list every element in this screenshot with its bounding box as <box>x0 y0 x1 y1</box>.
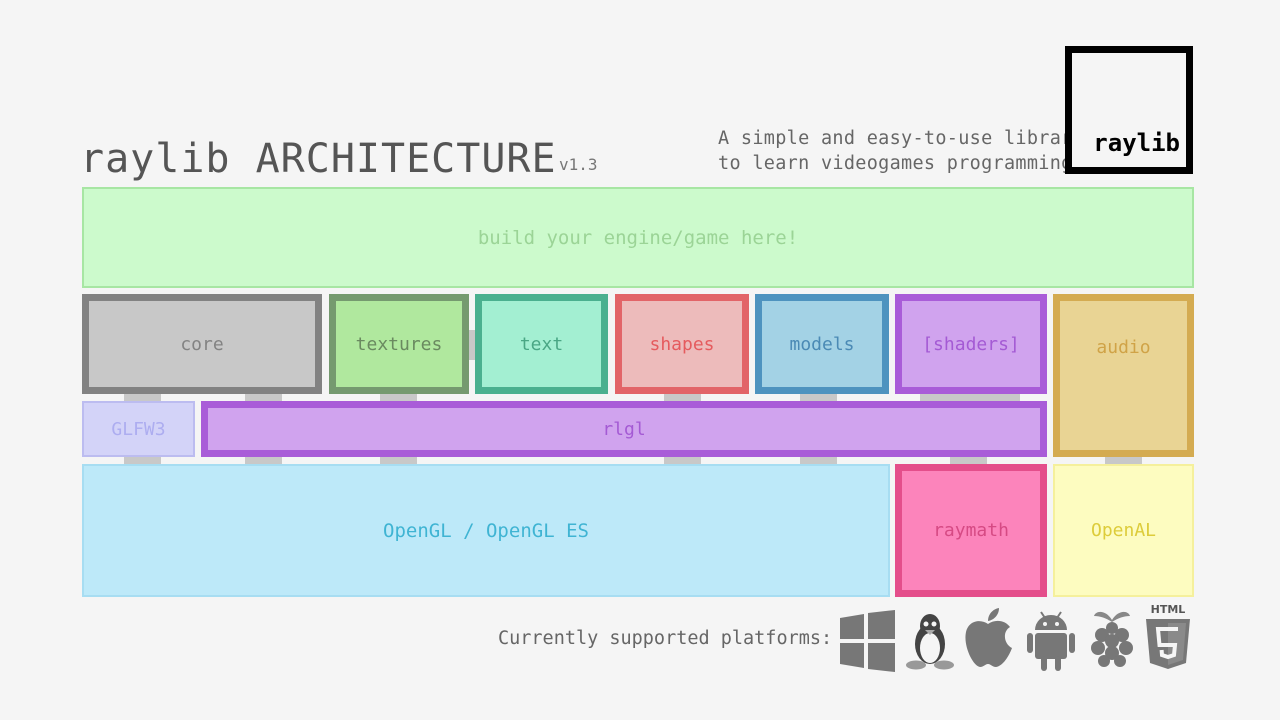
connector <box>920 394 1020 401</box>
backend-opengl-label: OpenGL / OpenGL ES <box>383 519 589 542</box>
connector <box>950 457 987 464</box>
module-core-label: core <box>180 333 224 355</box>
module-glfw3-label: GLFW3 <box>111 418 166 440</box>
module-shaders-label: [shaders] <box>922 333 1020 355</box>
connector <box>245 457 282 464</box>
backend-raymath-label: raymath <box>933 520 1009 541</box>
module-textures: textures <box>329 294 469 394</box>
connector <box>380 457 417 464</box>
module-textures-label: textures <box>355 333 443 355</box>
platforms-label: Currently supported platforms: <box>498 628 833 649</box>
module-core: core <box>82 294 322 394</box>
engine-label: build your engine/game here! <box>477 226 799 249</box>
connector <box>800 457 837 464</box>
html5-text: HTML <box>1150 603 1186 616</box>
connector <box>1105 457 1142 464</box>
module-text-label: text <box>519 333 564 355</box>
connector <box>380 394 417 401</box>
backend-openal: OpenAL <box>1053 464 1194 597</box>
linux-icon <box>906 614 954 670</box>
module-glfw3: GLFW3 <box>82 401 195 457</box>
page-title: raylib ARCHITECTURE <box>80 136 557 182</box>
module-models-label: models <box>789 333 855 355</box>
module-models: models <box>755 294 889 394</box>
engine-layer: build your engine/game here! <box>82 187 1194 288</box>
connector <box>664 457 701 464</box>
module-audio: audio <box>1053 294 1194 457</box>
connector <box>124 457 161 464</box>
module-text: text <box>475 294 608 394</box>
html5-icon: HTML <box>1144 603 1192 673</box>
module-shapes: shapes <box>615 294 749 394</box>
tagline-line-2: to learn videogames programming <box>718 153 1073 174</box>
backend-opengl: OpenGL / OpenGL ES <box>82 464 890 597</box>
logo-text: raylib <box>1093 129 1180 157</box>
version-label: v1.3 <box>559 155 598 174</box>
raylib-logo: raylib <box>1065 46 1193 174</box>
module-audio-label: audio <box>1096 337 1151 358</box>
raspberry-pi-icon <box>1091 611 1133 667</box>
connector <box>800 394 837 401</box>
connector <box>664 394 701 401</box>
module-rlgl-label: rlgl <box>602 418 646 440</box>
windows-icon <box>840 610 895 672</box>
connector <box>245 394 282 401</box>
module-shapes-label: shapes <box>649 333 715 355</box>
module-rlgl: rlgl <box>201 401 1047 457</box>
backend-raymath: raymath <box>895 464 1047 597</box>
backend-openal-label: OpenAL <box>1090 520 1157 541</box>
android-icon <box>1027 611 1075 671</box>
apple-icon <box>965 608 1012 667</box>
connector <box>469 330 476 360</box>
module-shaders: [shaders] <box>895 294 1047 394</box>
connector <box>124 394 161 401</box>
tagline-line-1: A simple and easy-to-use library <box>718 128 1085 149</box>
